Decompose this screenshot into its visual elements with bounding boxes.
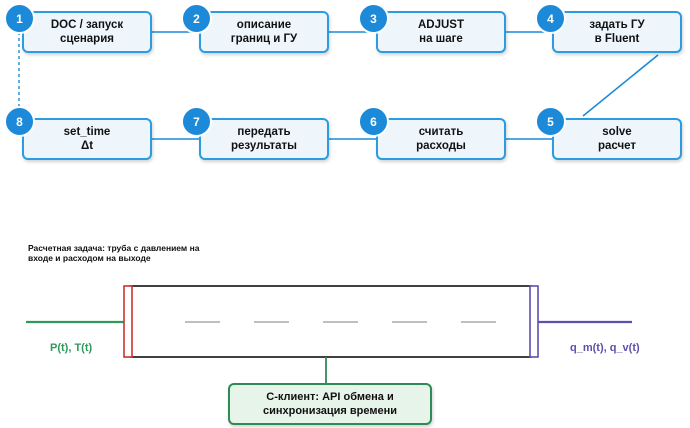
- step-label-4: задать ГУ в Fluent: [589, 19, 645, 45]
- step-box-3[interactable]: ADJUST на шаге: [376, 11, 506, 53]
- step-box-4[interactable]: задать ГУ в Fluent: [552, 11, 682, 53]
- step-label-1: DOC / запуск сценария: [50, 19, 124, 45]
- step-badge-5: 5: [535, 106, 566, 137]
- connector-4-5: [582, 54, 659, 117]
- task-description: Расчетная задача: труба с давлением на в…: [28, 243, 200, 263]
- step-box-2[interactable]: описание границ и ГУ: [199, 11, 329, 53]
- step-badge-3: 3: [358, 3, 389, 34]
- step-badge-2: 2: [181, 3, 212, 34]
- client-api-label: С-клиент: API обмена и синхронизация вре…: [262, 391, 398, 417]
- step-label-6: считать расходы: [416, 126, 466, 152]
- step-badge-4: 4: [535, 3, 566, 34]
- step-badge-7: 7: [181, 106, 212, 137]
- step-label-2: описание границ и ГУ: [230, 19, 298, 45]
- inlet-label: P(t), T(t): [50, 342, 93, 354]
- step-badge-6: 6: [358, 106, 389, 137]
- step-badge-8: 8: [4, 106, 35, 137]
- step-badge-1: 1: [4, 3, 35, 34]
- outlet-label: q_m(t), q_v(t): [570, 342, 640, 354]
- step-box-6[interactable]: считать расходы: [376, 118, 506, 160]
- step-label-7: передать результаты: [231, 126, 297, 152]
- client-api-box[interactable]: С-клиент: API обмена и синхронизация вре…: [228, 383, 432, 425]
- step-box-8[interactable]: set_time Δt: [22, 118, 152, 160]
- step-label-3: ADJUST на шаге: [417, 19, 464, 45]
- step-box-7[interactable]: передать результаты: [199, 118, 329, 160]
- step-label-8: set_time Δt: [63, 126, 111, 152]
- step-label-5: solve расчет: [597, 126, 637, 152]
- outlet-cap: [529, 285, 539, 358]
- step-box-5[interactable]: solve расчет: [552, 118, 682, 160]
- inlet-cap: [123, 285, 133, 358]
- step-box-1[interactable]: DOC / запуск сценария: [22, 11, 152, 53]
